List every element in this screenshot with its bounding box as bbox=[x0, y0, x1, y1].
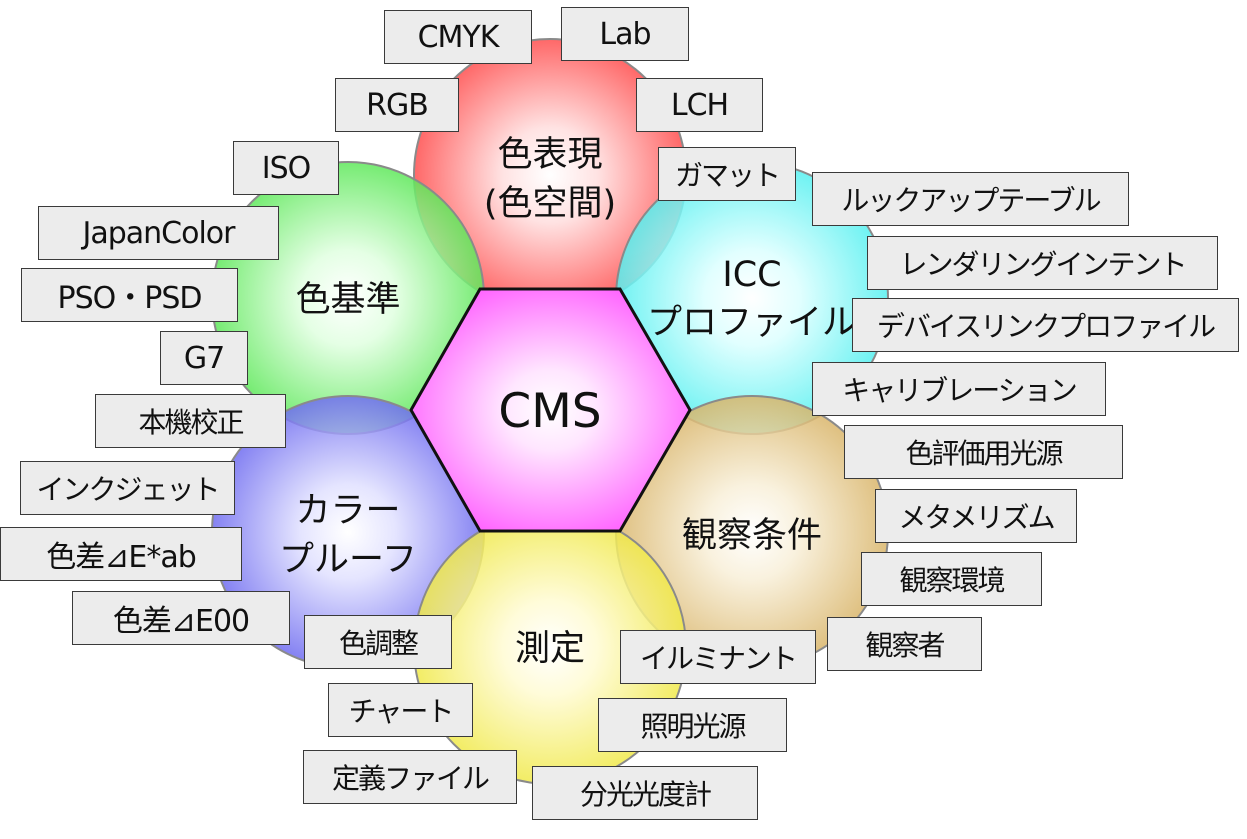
tag-lch: LCH bbox=[636, 78, 763, 132]
tag-delta-e-ab: 色差⊿E*ab bbox=[0, 527, 242, 581]
tag-gamut: ガマット bbox=[658, 147, 796, 201]
tag-observer: 観察者 bbox=[827, 617, 982, 671]
color-proof-label-1: カラー bbox=[295, 491, 400, 531]
tag-rendering-intent: レンダリングインテント bbox=[867, 236, 1218, 290]
tag-japancolor: JapanColor bbox=[38, 206, 279, 260]
color-standard-label: 色基準 bbox=[295, 280, 400, 320]
icc-profile-label-2: プロファイル bbox=[647, 303, 857, 343]
icc-profile-label-1: ICC bbox=[722, 255, 781, 295]
tag-hard-proof: 本機校正 bbox=[95, 394, 286, 448]
tag-evaluation-light: 色評価用光源 bbox=[844, 425, 1123, 479]
color-expression-label-1: 色表現 bbox=[497, 135, 602, 175]
tag-illuminant: イルミナント bbox=[620, 630, 816, 684]
center-label: CMS bbox=[498, 384, 601, 439]
tag-cmyk: CMYK bbox=[384, 10, 532, 64]
color-expression-label-2: (色空間) bbox=[484, 184, 616, 224]
tag-g7: G7 bbox=[160, 331, 248, 385]
tag-iso: ISO bbox=[233, 141, 339, 195]
tag-inkjet: インクジェット bbox=[20, 461, 235, 515]
measurement-label: 測定 bbox=[515, 629, 585, 669]
tag-definition-file: 定義ファイル bbox=[303, 750, 517, 804]
viewing-conditions-label: 観察条件 bbox=[682, 516, 822, 556]
tag-pso-psd: PSO・PSD bbox=[21, 268, 238, 322]
color-proof-label-2: プルーフ bbox=[279, 540, 417, 580]
tag-lighting-source: 照明光源 bbox=[598, 698, 787, 752]
tag-viewing-environment: 観察環境 bbox=[861, 552, 1042, 606]
center-hexagon bbox=[409, 287, 692, 533]
tag-lookup-table: ルックアップテーブル bbox=[812, 172, 1129, 226]
tag-lab: Lab bbox=[561, 7, 689, 61]
tag-chart: チャート bbox=[328, 683, 473, 737]
tag-metamerism: メタメリズム bbox=[875, 489, 1077, 543]
tag-spectrophotometer: 分光光度計 bbox=[532, 766, 758, 820]
tag-delta-e00: 色差⊿E00 bbox=[72, 591, 290, 645]
tag-calibration: キャリブレーション bbox=[812, 362, 1106, 416]
tag-device-link-profile: デバイスリンクプロファイル bbox=[852, 298, 1239, 352]
tag-rgb: RGB bbox=[335, 78, 459, 132]
tag-color-adjustment: 色調整 bbox=[304, 615, 452, 669]
